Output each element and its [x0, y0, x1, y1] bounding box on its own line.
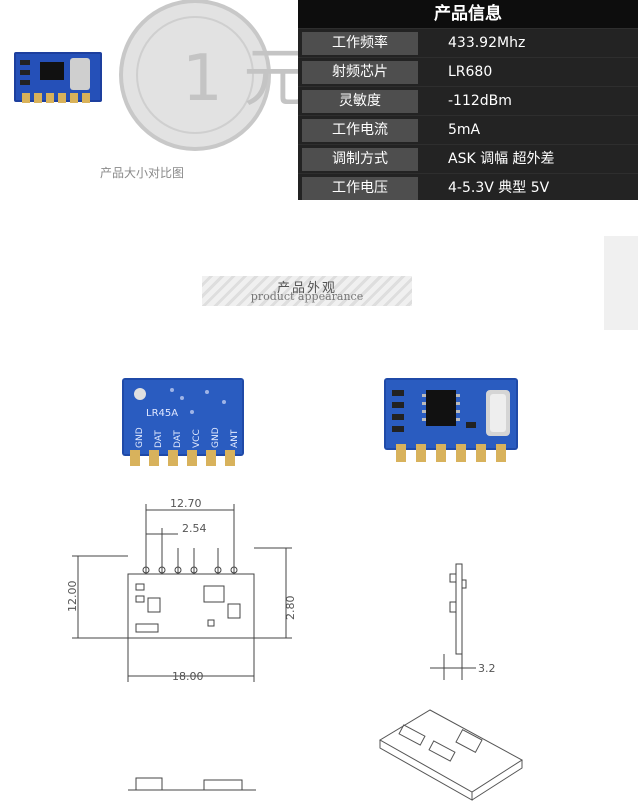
row-value: 4-5.3V 典型 5V [448, 180, 550, 196]
pin-label: GND [135, 427, 145, 448]
pin-label: DAT [173, 430, 183, 448]
dim-length: 18.00 [172, 670, 204, 683]
dimension-drawing-side: 3.2 [430, 563, 496, 680]
coin-text: 1 元 [182, 42, 298, 116]
row-label: 工作频率 [302, 32, 418, 55]
dimension-drawing-top: 12.70 2.54 12.00 2.80 18.00 [66, 497, 297, 683]
row-label: 射频芯片 [302, 61, 418, 84]
pin-label: VCC [192, 429, 202, 448]
coin-photo: 1 元 [119, 0, 298, 151]
dimension-drawing-bottom [128, 777, 256, 791]
row-value: -112dBm [448, 93, 512, 109]
row-label: 工作电流 [302, 119, 418, 142]
table-row: 工作电流 5mA [298, 115, 638, 145]
row-label: 工作电压 [302, 177, 418, 200]
dim-pin-length: 2.80 [284, 596, 297, 621]
silk-label: LR45A [146, 408, 178, 419]
pin-label: GND [211, 427, 221, 448]
pin-label: ANT [230, 429, 240, 448]
row-value: LR680 [448, 64, 493, 80]
dim-height: 12.00 [66, 581, 79, 613]
appearance-title-en: product appearance [250, 290, 364, 303]
dim-width-pins: 12.70 [170, 497, 202, 510]
product-info-table: 产品信息 工作频率 433.92Mhz 射频芯片 LR680 灵敏度 -112d… [298, 0, 638, 200]
table-row: 工作频率 433.92Mhz [298, 28, 638, 58]
table-title: 产品信息 [298, 0, 638, 28]
isometric-drawing [379, 709, 523, 801]
row-label: 灵敏度 [302, 90, 418, 113]
table-row: 射频芯片 LR680 [298, 57, 638, 87]
module-front-photo [384, 378, 518, 462]
row-value: 433.92Mhz [448, 35, 526, 51]
module-photo-small [14, 52, 102, 103]
pin-label: DAT [154, 430, 164, 448]
module-back-photo: LR45A GND DAT DAT VCC GND ANT [122, 378, 244, 466]
table-row: 工作电压 4-5.3V 典型 5V [298, 173, 638, 203]
appearance-banner: 产品外观 product appearance [202, 276, 412, 306]
row-value: ASK 调幅 超外差 [448, 151, 555, 167]
size-caption: 产品大小对比图 [100, 166, 185, 180]
dim-thickness: 3.2 [478, 662, 496, 675]
table-row: 灵敏度 -112dBm [298, 86, 638, 116]
appearance-title-cn: 产品外观 [276, 281, 337, 296]
row-label: 调制方式 [302, 148, 418, 171]
row-value: 5mA [448, 122, 481, 138]
dim-pitch: 2.54 [182, 522, 207, 535]
size-comparison-photo: 1 元 [14, 0, 298, 151]
side-scroll-handle[interactable] [604, 236, 638, 330]
table-row: 调制方式 ASK 调幅 超外差 [298, 144, 638, 174]
